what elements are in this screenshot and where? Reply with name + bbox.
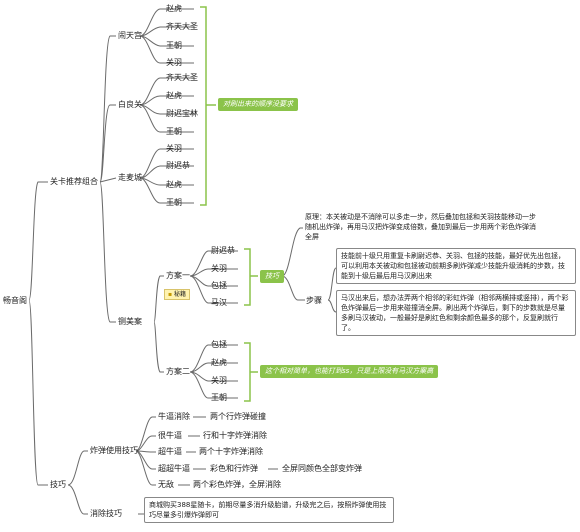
item[interactable]: 尉迟恭 [166, 161, 190, 170]
item[interactable]: 赵虎 [166, 4, 182, 13]
plan-one[interactable]: 方案一 [166, 271, 190, 280]
bomb-row-name[interactable]: 很牛逼 [158, 431, 182, 440]
steps-node[interactable]: 步骤 [306, 296, 322, 305]
principle-text: 原理：本关被动是不消除可以多走一步，然后叠加包拯和关羽技能移动一步随机出炸弹，再… [305, 213, 536, 241]
item[interactable]: 王朝 [166, 127, 182, 136]
item[interactable]: 齐天大圣 [166, 22, 198, 31]
branch-stage-combos[interactable]: 关卡推荐组合 [50, 177, 98, 186]
root-node[interactable]: 畅音阁 [3, 296, 27, 305]
item[interactable]: 王朝 [166, 41, 182, 50]
item[interactable]: 关羽 [211, 264, 227, 273]
item[interactable]: 关羽 [211, 376, 227, 385]
step-one-box: 技能前十级只用重复卡刷尉迟恭、关羽、包拯的技能，最好优先出包拯，可以利用本关被动… [336, 248, 576, 284]
item[interactable]: 尉迟宝林 [166, 109, 198, 118]
bomb-row-name[interactable]: 无敌 [158, 480, 174, 489]
item[interactable]: 赵虎 [211, 358, 227, 367]
stage-naotiangong[interactable]: 闹天宫 [118, 31, 142, 40]
bomb-row-detail: 两个行炸弹碰撞 [210, 412, 266, 421]
tips-node[interactable]: 技巧 [260, 270, 284, 283]
item[interactable]: 王朝 [211, 393, 227, 402]
item[interactable]: 齐天大圣 [166, 73, 198, 82]
stage-zoumaicheng[interactable]: 走麦城 [118, 173, 142, 182]
bomb-tips-node[interactable]: 炸弹使用技巧 [90, 446, 138, 455]
bomb-row-detail: 行和十字炸弹消除 [203, 431, 267, 440]
secret-tag: ▪ 秘籍 [164, 289, 190, 300]
item[interactable]: 赵虎 [166, 180, 182, 189]
item[interactable]: 尉迟恭 [211, 246, 235, 255]
bomb-row-detail: 彩色和行炸弹 [210, 464, 258, 473]
plan-two[interactable]: 方案二 [166, 367, 190, 376]
elim-tips-box: 商城购买388星随卡，前期尽量多消升级胎谱，升级完之后，按照炸弹使用技巧尽量多引… [144, 497, 394, 523]
item[interactable]: 包拯 [211, 281, 227, 290]
bomb-row-detail: 两个彩色炸弹，全屏消除 [193, 480, 281, 489]
bomb-row-name[interactable]: 牛逼消除 [158, 412, 190, 421]
tag-icon: ▪ [168, 291, 174, 298]
item[interactable]: 关羽 [166, 144, 182, 153]
branch-tips[interactable]: 技巧 [50, 480, 66, 489]
bomb-row-name[interactable]: 超牛逼 [158, 447, 182, 456]
item[interactable]: 马汉 [211, 298, 227, 307]
bomb-row-extra: 全屏同颜色全部变炸弹 [282, 464, 362, 473]
elim-tips-node[interactable]: 消除技巧 [90, 509, 122, 518]
stage-suimeian[interactable]: 铡美案 [118, 317, 142, 326]
item[interactable]: 包拯 [211, 340, 227, 349]
stage-bailiangguan[interactable]: 白良关 [118, 100, 142, 109]
order-note: 对刷出来的顺序没要求 [218, 98, 298, 111]
item[interactable]: 王朝 [166, 198, 182, 207]
item[interactable]: 赵虎 [166, 91, 182, 100]
plan-two-note: 这个相对简单，也能打到ss，只是上限没有马汉方案高 [260, 365, 439, 378]
item[interactable]: 关羽 [166, 58, 182, 67]
bomb-row-name[interactable]: 超超牛逼 [158, 464, 190, 473]
step-two-box: 马汉出来后，想办法弄两个相邻的彩虹炸弹（相邻两横排或竖排），两个彩色炸弹最后一步… [336, 290, 576, 336]
bomb-row-detail: 两个十字炸弹消除 [199, 447, 263, 456]
